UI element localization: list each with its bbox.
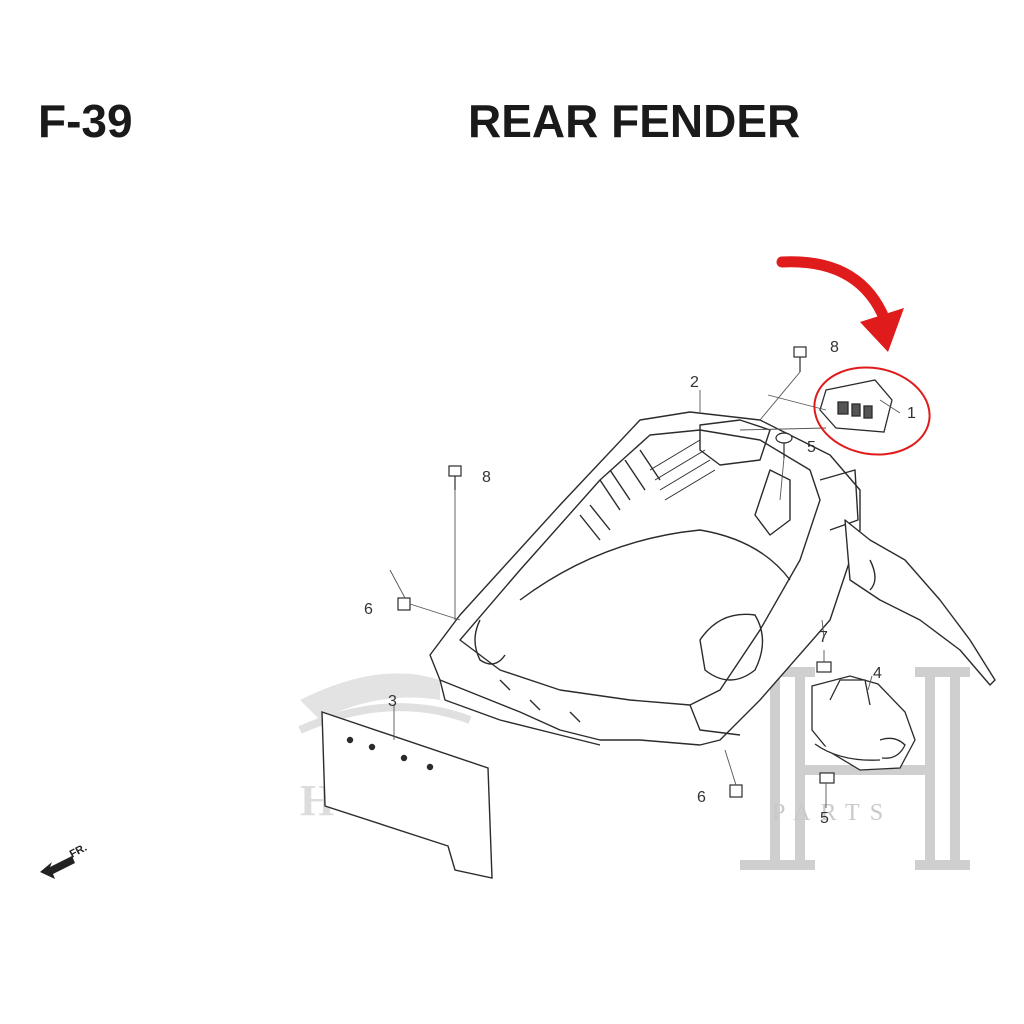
- shop-watermark: [740, 667, 970, 870]
- fender-rib-lines: [649, 439, 716, 501]
- callout-6-bottom: 6: [697, 789, 706, 806]
- callout-7: 7: [819, 629, 828, 646]
- callout-8-left: 8: [482, 469, 491, 486]
- license-plate-bracket: [321, 711, 493, 879]
- shop-watermark-text: PARTS: [772, 800, 893, 826]
- callout-1: 1: [907, 405, 916, 422]
- callout-2: 2: [690, 374, 699, 391]
- part-4-bracket: [811, 675, 916, 771]
- screw-5-top: [775, 432, 793, 458]
- callout-6-left: 6: [364, 601, 373, 618]
- nut-6-bottom: [729, 784, 743, 798]
- callout-5-bottom: 5: [820, 810, 829, 827]
- part-1-reflector: [819, 379, 893, 433]
- highlight-annotation: [776, 256, 931, 456]
- callout-3: 3: [388, 693, 397, 710]
- callout-5-top: 5: [807, 439, 816, 456]
- front-direction-label: FR.: [68, 842, 89, 861]
- highlight-circle: [813, 366, 931, 456]
- callout-numbers: 1 2 3 4 5 5 6 6 6 7 8 8: [364, 339, 916, 827]
- highlight-arrow: [776, 256, 891, 326]
- bolt-8-left: [448, 465, 462, 490]
- clip-5-bottom: [819, 772, 835, 784]
- clip-7-top: [816, 661, 832, 673]
- front-direction-indicator: FR.: [40, 842, 89, 879]
- nut-6-left: [397, 597, 411, 611]
- callout-8-top: 8: [830, 339, 839, 356]
- bolt-8-top: [793, 346, 807, 372]
- diagram-title: REAR FENDER: [468, 95, 801, 147]
- rear-fender-body: [429, 411, 996, 746]
- leader-lines: [389, 371, 901, 808]
- callout-4: 4: [873, 665, 882, 682]
- diagram-code: F-39: [38, 95, 133, 147]
- highlight-arrowhead-icon: [860, 308, 904, 352]
